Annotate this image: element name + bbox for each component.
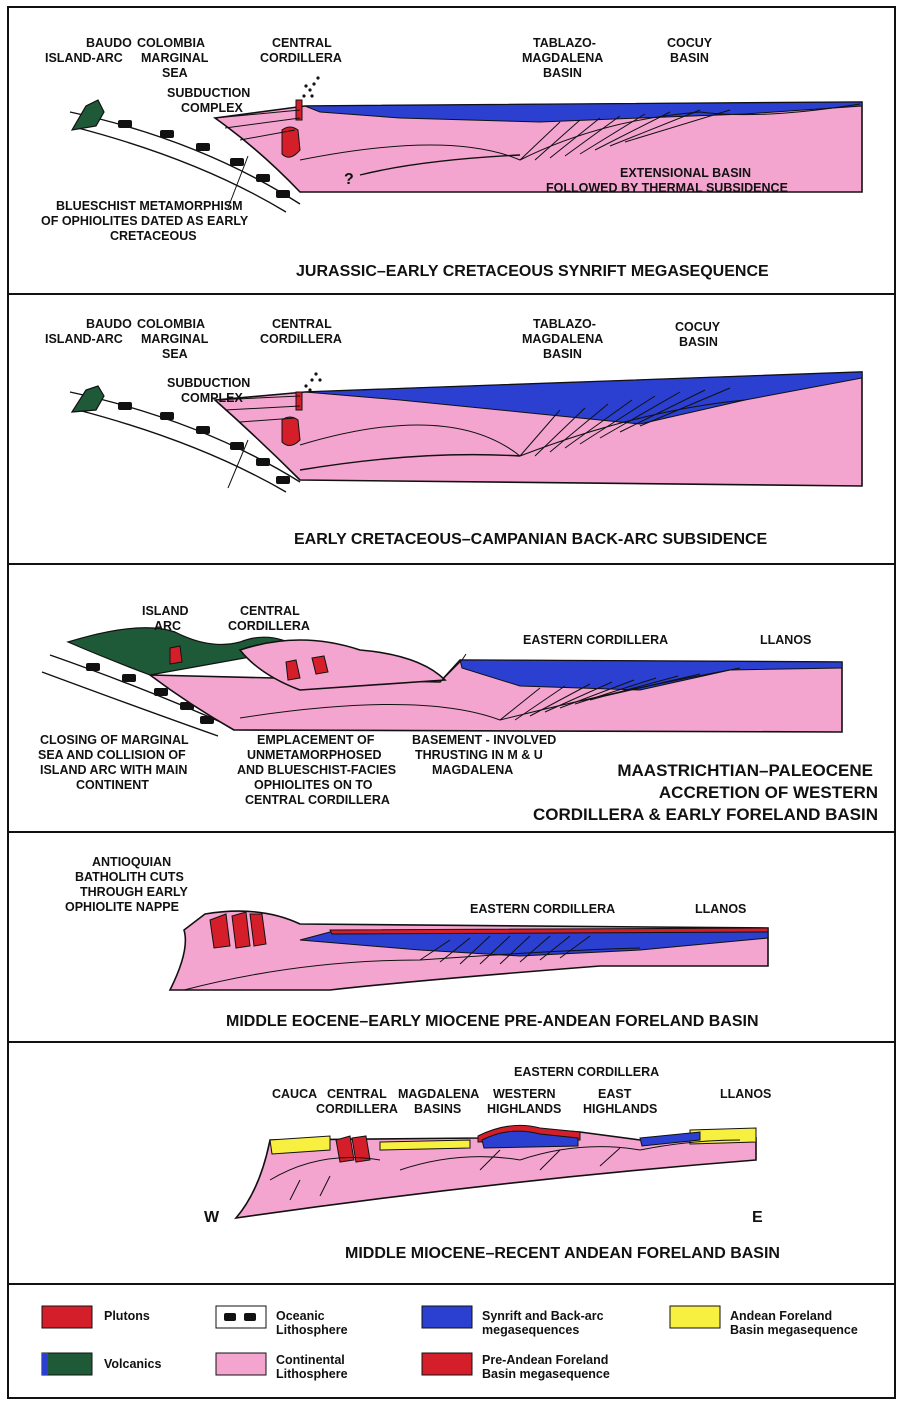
cross-section-drawing bbox=[236, 1125, 756, 1218]
legend-swatch-pre-andean-foreland bbox=[422, 1353, 472, 1375]
cross-section-drawing bbox=[170, 911, 768, 990]
label-llanos: LLANOS bbox=[760, 633, 811, 647]
legend-swatch-oceanic-lithosphere bbox=[216, 1306, 266, 1328]
label-question-mark: ? bbox=[344, 171, 354, 188]
legend-swatch-volcanics bbox=[42, 1353, 92, 1375]
legend-label-plutons: Plutons bbox=[104, 1309, 150, 1323]
label-eastern-cordillera: EASTERN CORDILLERA bbox=[470, 902, 615, 916]
label-east: E bbox=[752, 1209, 763, 1226]
baudo-volcanics bbox=[72, 100, 104, 130]
baudo-volcanics bbox=[72, 386, 104, 412]
legend-swatch-andean-foreland bbox=[670, 1306, 720, 1328]
pluton bbox=[210, 914, 230, 948]
legend-label-volcanics: Volcanics bbox=[104, 1357, 161, 1371]
volcanic-vent bbox=[296, 392, 302, 410]
panel-title: JURASSIC–EARLY CRETACEOUS SYNRIFT MEGASE… bbox=[296, 263, 769, 280]
cross-section-drawing bbox=[42, 628, 842, 736]
panel-title: MIDDLE EOCENE–EARLY MIOCENE PRE-ANDEAN F… bbox=[226, 1013, 759, 1030]
label-west: W bbox=[204, 1209, 220, 1226]
label-llanos: LLANOS bbox=[695, 902, 746, 916]
legend-swatch-continental-lithosphere bbox=[216, 1353, 266, 1375]
pluton bbox=[170, 646, 182, 664]
panel-title: MIDDLE MIOCENE–RECENT ANDEAN FORELAND BA… bbox=[345, 1245, 780, 1262]
cross-section-drawing bbox=[70, 372, 862, 492]
pluton bbox=[282, 417, 300, 446]
label-cauca: CAUCA bbox=[272, 1087, 317, 1101]
label-llanos: LLANOS bbox=[720, 1087, 771, 1101]
andean-foreland bbox=[380, 1140, 470, 1150]
panel-title: EARLY CRETACEOUS–CAMPANIAN BACK-ARC SUBS… bbox=[294, 531, 768, 548]
legend-swatch-plutons bbox=[42, 1306, 92, 1328]
label-eastern-cordillera: EASTERN CORDILLERA bbox=[523, 633, 668, 647]
legend-swatch-synrift bbox=[422, 1306, 472, 1328]
label-eastern-cordillera: EASTERN CORDILLERA bbox=[514, 1065, 659, 1079]
